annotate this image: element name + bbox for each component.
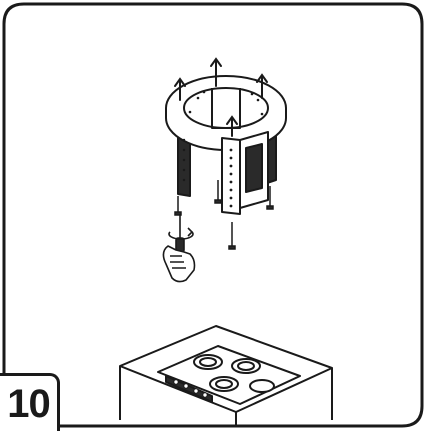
burner-1-inner <box>199 357 217 367</box>
burner-4 <box>249 379 275 393</box>
control-knobs <box>173 379 208 398</box>
burner-3-inner <box>215 379 233 389</box>
front-left-leg <box>221 137 241 215</box>
burner-2-inner <box>237 361 255 371</box>
top-ring-inner <box>183 87 269 129</box>
step-number: 10 <box>7 381 50 426</box>
screw-icon <box>174 180 274 250</box>
screwdriver-hand-icon <box>162 214 196 283</box>
hob-icon <box>119 325 333 426</box>
step-badge: 10 <box>0 373 60 431</box>
front-leg-slot <box>245 143 263 193</box>
rotation-arrow-icon <box>168 227 194 240</box>
up-arrow-icon <box>174 57 268 137</box>
perforation-dots <box>182 90 264 208</box>
support-frame <box>165 75 287 215</box>
worktop-front <box>119 366 333 426</box>
instruction-frame <box>2 2 424 428</box>
ring-slot <box>211 88 241 129</box>
